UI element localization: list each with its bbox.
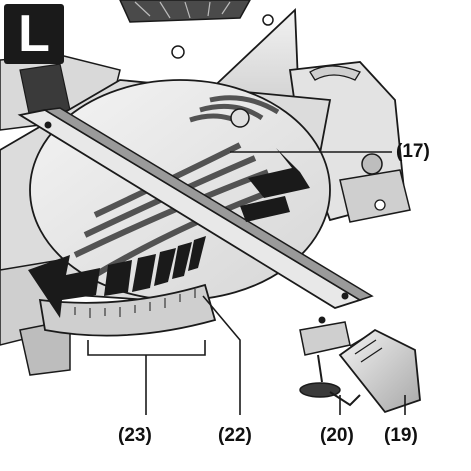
miter-scale xyxy=(38,283,217,337)
bracket-23 xyxy=(87,340,206,356)
callout-19: (19) xyxy=(384,425,418,446)
figure-letter-badge: L xyxy=(4,4,64,64)
rail xyxy=(17,107,374,324)
callout-17: (17) xyxy=(396,141,430,162)
figure-letter: L xyxy=(18,5,50,63)
up-arrows xyxy=(240,148,310,222)
callout-20: (20) xyxy=(320,425,354,446)
leader-lines xyxy=(87,151,406,415)
rotate-left-arrows xyxy=(28,236,206,318)
lock-knob xyxy=(338,328,421,414)
saw-blade xyxy=(119,0,251,23)
leader-22 xyxy=(202,295,241,415)
callout-23: (23) xyxy=(118,425,152,446)
lock-lever xyxy=(299,321,361,407)
callout-22: (22) xyxy=(218,425,252,446)
